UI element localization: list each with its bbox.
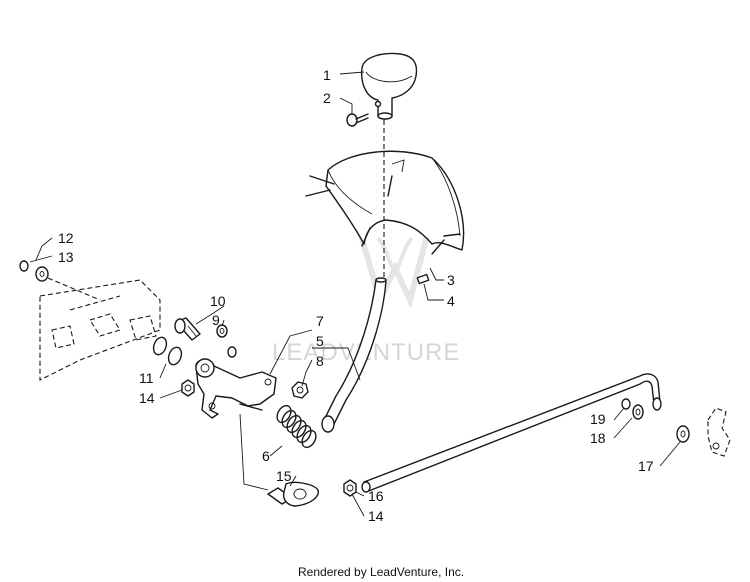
callout-10: 10 — [210, 293, 226, 309]
lever-nut — [291, 381, 309, 399]
callout-2: 2 — [323, 90, 331, 106]
shift-gate-cover — [305, 120, 465, 290]
callout-9: 9 — [212, 312, 220, 328]
pivot-bolt — [174, 317, 201, 341]
callout-16: 16 — [368, 488, 384, 504]
o-rings — [152, 336, 237, 366]
gate-pin — [416, 239, 445, 285]
callout-3: 3 — [447, 272, 455, 288]
shift-lever — [321, 277, 387, 433]
lock-nut-right — [343, 479, 357, 497]
callouts: 1 2 3 4 5 6 7 8 9 10 11 12 13 14 14 15 1… — [58, 67, 654, 524]
callout-19: 19 — [590, 411, 606, 427]
rod-end — [267, 481, 319, 507]
lock-nut-left — [181, 379, 195, 397]
shift-rod — [361, 373, 662, 493]
footer-credit: Rendered by LeadVenture, Inc. — [298, 565, 464, 579]
callout-14-left: 14 — [139, 390, 155, 406]
leader-lines — [29, 71, 681, 517]
callout-12: 12 — [58, 230, 74, 246]
callout-1: 1 — [323, 67, 331, 83]
callout-8: 8 — [316, 353, 324, 369]
leadventure-logo-watermark — [357, 231, 431, 309]
return-spring — [276, 404, 317, 449]
knob-screw — [346, 113, 369, 127]
pivot-bracket — [195, 358, 277, 419]
shift-knob — [361, 52, 418, 120]
callout-4: 4 — [447, 293, 455, 309]
callout-14-right: 14 — [368, 508, 384, 524]
transmission-arm — [676, 407, 731, 457]
callout-13: 13 — [58, 249, 74, 265]
callout-17: 17 — [638, 458, 654, 474]
frame-outline — [39, 279, 161, 381]
frame-bolt — [19, 260, 101, 301]
rod-clip — [621, 398, 644, 420]
callout-7: 7 — [316, 313, 324, 329]
callout-5: 5 — [316, 333, 324, 349]
callout-15: 15 — [276, 468, 292, 484]
callout-11: 11 — [139, 370, 154, 386]
callout-18: 18 — [590, 430, 606, 446]
callout-6: 6 — [262, 448, 270, 464]
